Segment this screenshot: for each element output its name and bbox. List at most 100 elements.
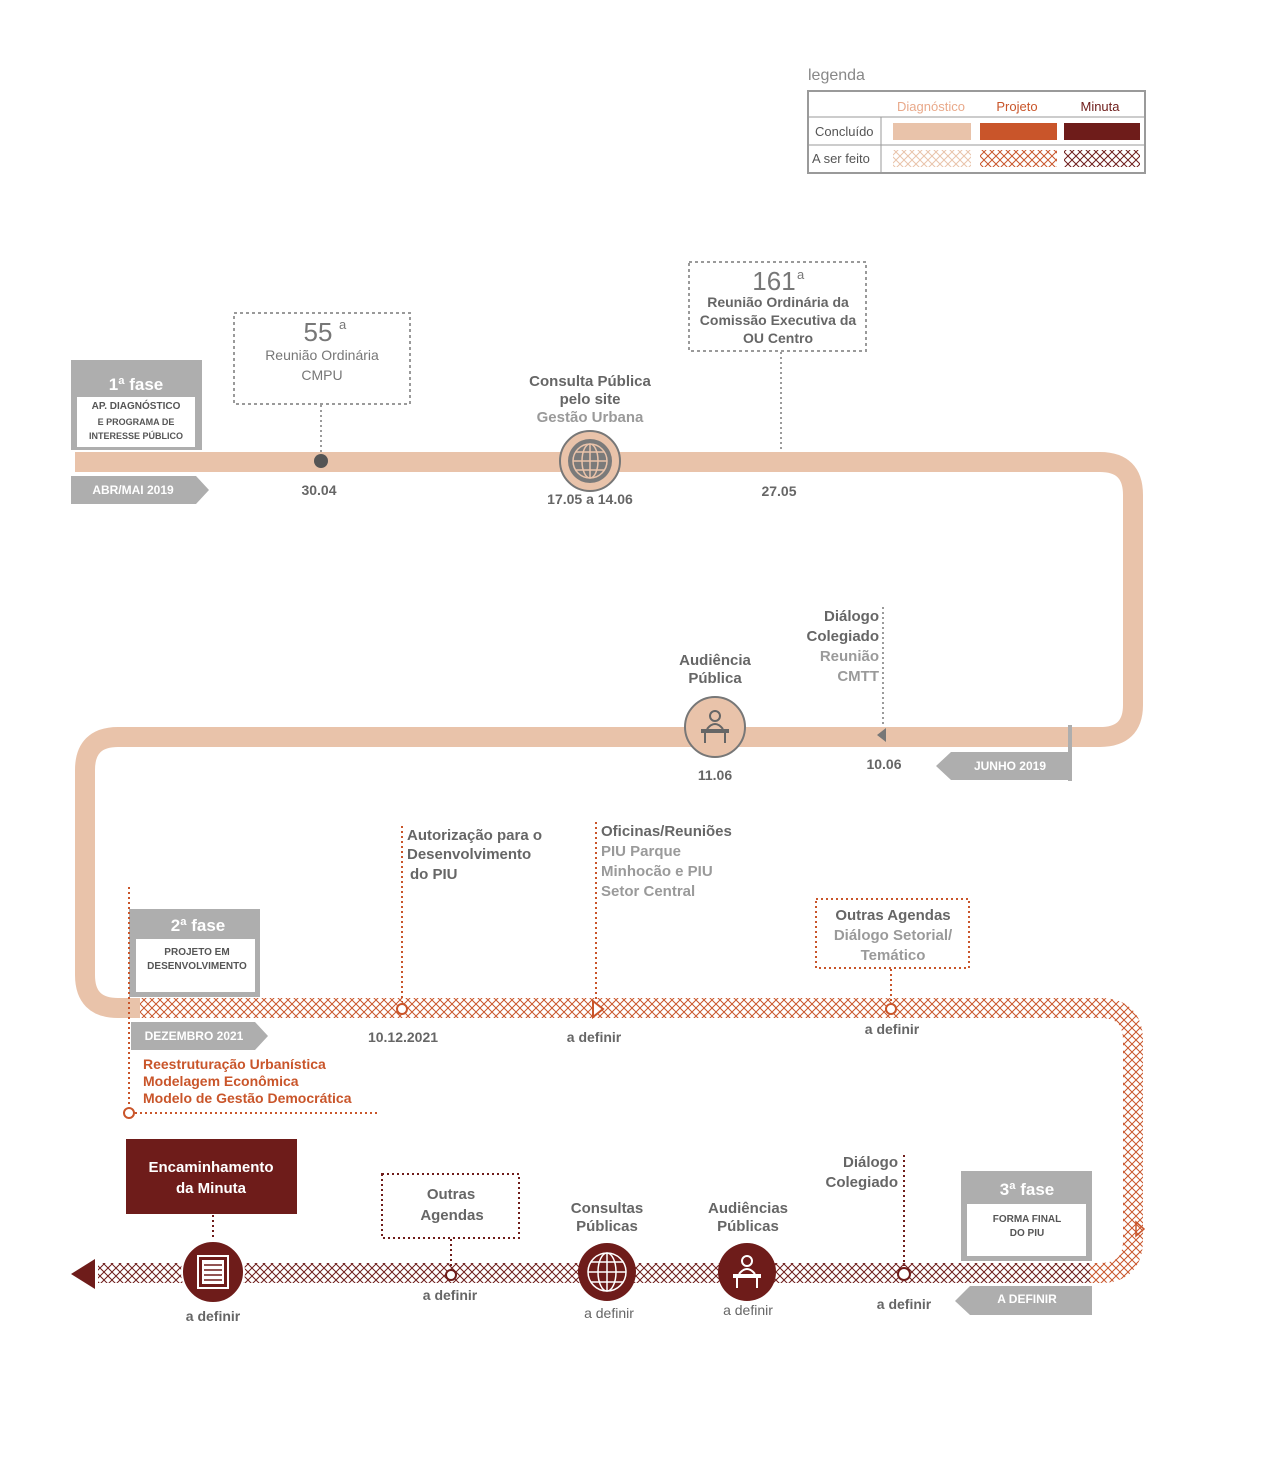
phase1-box: 1ª fase AP. DIAGNÓSTICO E PROGRAMA DE IN… bbox=[71, 360, 209, 504]
event-audiencia-publica: Audiência Pública 11.06 bbox=[679, 652, 751, 783]
consulta-date: 17.05 a 14.06 bbox=[547, 491, 633, 507]
outras-final-marker bbox=[445, 1269, 457, 1281]
cmpu-line2: CMPU bbox=[301, 367, 342, 383]
event-consulta-publica: Consulta Pública pelo site Gestão Urbana… bbox=[529, 373, 651, 507]
phase3-line2: DO PIU bbox=[1010, 1228, 1044, 1239]
audiencias-line2: Públicas bbox=[717, 1218, 779, 1235]
legend-swatch-minuta-concluido bbox=[1064, 123, 1140, 140]
legend-swatch-projeto-concluido bbox=[980, 123, 1057, 140]
legend-row-a-ser-feito: A ser feito bbox=[812, 151, 870, 166]
cmpu-line1: Reunião Ordinária bbox=[265, 347, 379, 363]
consulta-line2: pelo site bbox=[560, 391, 621, 408]
phase2-item3: Modelo de Gestão Democrática bbox=[143, 1090, 352, 1106]
phase1-start-tag bbox=[71, 476, 209, 504]
autorizacao-marker bbox=[396, 1003, 408, 1015]
dialogo-cmtt-line4: CMTT bbox=[837, 668, 879, 685]
event-oficinas: Oficinas/Reuniões PIU Parque Minhocão e … bbox=[567, 822, 732, 1045]
legend-swatch-diagnostico-a-ser-feito bbox=[893, 150, 971, 167]
encaminhamento-line2: da Minuta bbox=[176, 1180, 247, 1197]
event-encaminhamento-minuta: Encaminhamento da Minuta a definir bbox=[126, 1139, 297, 1324]
phase1-line1: AP. DIAGNÓSTICO bbox=[92, 399, 181, 412]
phase3-line1: FORMA FINAL bbox=[993, 1214, 1062, 1225]
track-direction-arrow bbox=[1135, 1220, 1146, 1238]
audiencia-line2: Pública bbox=[688, 670, 742, 687]
document-icon bbox=[181, 1240, 245, 1304]
phase3-title: 3ª fase bbox=[1000, 1180, 1055, 1199]
audiencia-line1: Audiência bbox=[679, 652, 751, 669]
phase2-start-date: DEZEMBRO 2021 bbox=[145, 1029, 244, 1043]
audiencias-line1: Audiências bbox=[708, 1200, 788, 1217]
legend-swatch-projeto-a-ser-feito bbox=[980, 150, 1057, 167]
phase1-line2: E PROGRAMA DE bbox=[98, 417, 175, 427]
oficinas-line2: PIU Parque bbox=[601, 843, 681, 860]
event-consultas-publicas: Consultas Públicas a definir bbox=[571, 1200, 644, 1321]
event-audiencias-publicas: Audiências Públicas a definir bbox=[708, 1200, 788, 1318]
ouc-line2: Comissão Executiva da bbox=[700, 312, 857, 328]
legend-swatch-minuta-a-ser-feito bbox=[1064, 150, 1140, 167]
cmpu-sup: a bbox=[339, 317, 347, 332]
encaminhamento-date: a definir bbox=[186, 1308, 241, 1324]
event-outras-agendas-setorial: Outras Agendas Diálogo Setorial/ Temátic… bbox=[815, 898, 970, 1037]
phase1-line3: INTERESSE PÚBLICO bbox=[89, 430, 183, 441]
outras-setorial-marker bbox=[885, 1003, 897, 1015]
phase2-line1: PROJETO EM bbox=[164, 947, 229, 958]
event-ou-centro: 161 a Reunião Ordinária da Comissão Exec… bbox=[688, 261, 867, 499]
legend-title: legenda bbox=[808, 67, 865, 84]
legend-col-minuta: Minuta bbox=[1080, 99, 1120, 114]
dialogo-cmtt-line1: Diálogo bbox=[824, 608, 879, 625]
dialogo-cmtt-line2: Colegiado bbox=[806, 628, 879, 645]
ouc-line1: Reunião Ordinária da bbox=[707, 294, 849, 310]
phase1-end-date: JUNHO 2019 bbox=[974, 759, 1046, 773]
legend-swatch-diagnostico-concluido bbox=[893, 123, 971, 140]
track-diagnostico-concluido bbox=[75, 452, 1143, 1018]
cmpu-date: 30.04 bbox=[301, 482, 336, 498]
dialogo-final-marker bbox=[897, 1267, 911, 1281]
autorizacao-line3: do PIU bbox=[410, 866, 458, 883]
outras-setorial-line2: Diálogo Setorial/ bbox=[834, 927, 953, 944]
outras-setorial-line3: Temático bbox=[861, 947, 926, 964]
phase2-item2: Modelagem Econômica bbox=[143, 1073, 299, 1089]
ouc-sup: a bbox=[797, 267, 805, 282]
event-dialogo-cmtt: Diálogo Colegiado Reunião CMTT 10.06 bbox=[806, 607, 902, 772]
globe-icon bbox=[578, 1243, 636, 1301]
ouc-date: 27.05 bbox=[761, 483, 796, 499]
legend-row-concluido: Concluído bbox=[815, 124, 874, 139]
ouc-number: 161 bbox=[752, 266, 795, 296]
event-cmpu: 55 a Reunião Ordinária CMPU 30.04 bbox=[233, 312, 411, 498]
ouc-line3: OU Centro bbox=[743, 330, 813, 346]
phase1-end-tag: JUNHO 2019 bbox=[936, 725, 1072, 781]
encaminhamento-line1: Encaminhamento bbox=[148, 1159, 273, 1176]
oficinas-date: a definir bbox=[567, 1029, 622, 1045]
legend-col-diagnostico: Diagnóstico bbox=[897, 99, 965, 114]
phase3-start-date: A DEFINIR bbox=[997, 1292, 1057, 1306]
consultas-date: a definir bbox=[584, 1305, 634, 1321]
dialogo-final-line2: Colegiado bbox=[825, 1174, 898, 1191]
autorizacao-date: 10.12.2021 bbox=[368, 1029, 438, 1045]
outras-final-line1: Outras bbox=[427, 1186, 475, 1203]
consultas-line1: Consultas bbox=[571, 1200, 644, 1217]
outras-setorial-date: a definir bbox=[865, 1021, 920, 1037]
outras-final-date: a definir bbox=[423, 1287, 478, 1303]
phase1-start-date: ABR/MAI 2019 bbox=[92, 483, 174, 497]
phase2-item1: Reestruturação Urbanística bbox=[143, 1056, 326, 1072]
dialogo-cmtt-marker bbox=[877, 728, 886, 742]
oficinas-line4: Setor Central bbox=[601, 883, 695, 900]
phase3-box: 3ª fase FORMA FINAL DO PIU A DEFINIR bbox=[955, 1171, 1092, 1315]
cmpu-number: 55 bbox=[304, 317, 333, 347]
outras-setorial-line1: Outras Agendas bbox=[835, 907, 950, 924]
legend-col-projeto: Projeto bbox=[996, 99, 1037, 114]
legend: legenda Diagnóstico Projeto Minuta Concl… bbox=[807, 67, 1146, 174]
cmpu-marker bbox=[314, 454, 328, 468]
autorizacao-line1: Autorização para o bbox=[407, 827, 542, 844]
speaker-podium-icon bbox=[684, 696, 746, 758]
outras-final-line2: Agendas bbox=[420, 1207, 483, 1224]
dialogo-cmtt-date: 10.06 bbox=[866, 756, 901, 772]
consultas-line2: Públicas bbox=[576, 1218, 638, 1235]
dialogo-final-date: a definir bbox=[877, 1296, 932, 1312]
dialogo-final-line1: Diálogo bbox=[843, 1154, 898, 1171]
phase2-start-tag bbox=[131, 1022, 268, 1050]
event-outras-agendas-final: Outras Agendas a definir bbox=[381, 1173, 520, 1303]
consulta-line1: Consulta Pública bbox=[529, 373, 651, 390]
